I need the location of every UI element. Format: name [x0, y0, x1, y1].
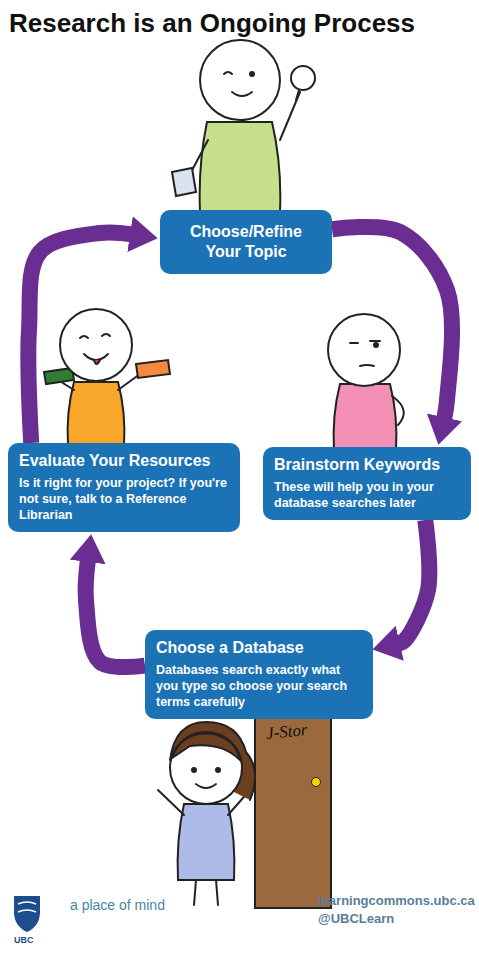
process-box: Choose/Refine Your Topic: [160, 210, 332, 274]
process-box: Evaluate Your Resources Is it right for y…: [8, 443, 240, 532]
brainstorm-figure: [328, 314, 404, 450]
door: [255, 700, 331, 908]
process-box: Brainstorm KeywordsThese will help you i…: [263, 447, 471, 520]
box-heading: Brainstorm Keywords: [274, 455, 460, 475]
box-body: Is it right for your project? If you're …: [19, 475, 229, 523]
ubc-logo: [14, 896, 40, 932]
website: learningcommons.ubc.ca: [318, 893, 475, 908]
logo-text: UBC: [14, 935, 34, 945]
box-body: Databases search exactly what you type s…: [156, 662, 362, 710]
tagline: a place of mind: [70, 897, 165, 913]
cycle-arrow: [398, 520, 430, 644]
cycle-arrow: [28, 233, 132, 443]
cycle-arrow: [86, 560, 145, 667]
topic-figure: [172, 40, 315, 212]
evaluate-figure: [44, 309, 170, 445]
box-heading: Choose/Refine Your Topic: [172, 222, 320, 262]
door-sign: J-Stor: [265, 720, 308, 744]
box-body: These will help you in your database sea…: [274, 479, 460, 511]
title: Research is an Ongoing Process: [9, 8, 415, 39]
box-heading: Evaluate Your Resources: [19, 451, 229, 471]
database-figure: [158, 722, 255, 905]
process-box: Choose a DatabaseDatabases search exactl…: [145, 630, 373, 719]
social-handle: @UBCLearn: [318, 911, 394, 926]
cycle-arrow: [332, 227, 452, 419]
box-heading: Choose a Database: [156, 638, 362, 658]
